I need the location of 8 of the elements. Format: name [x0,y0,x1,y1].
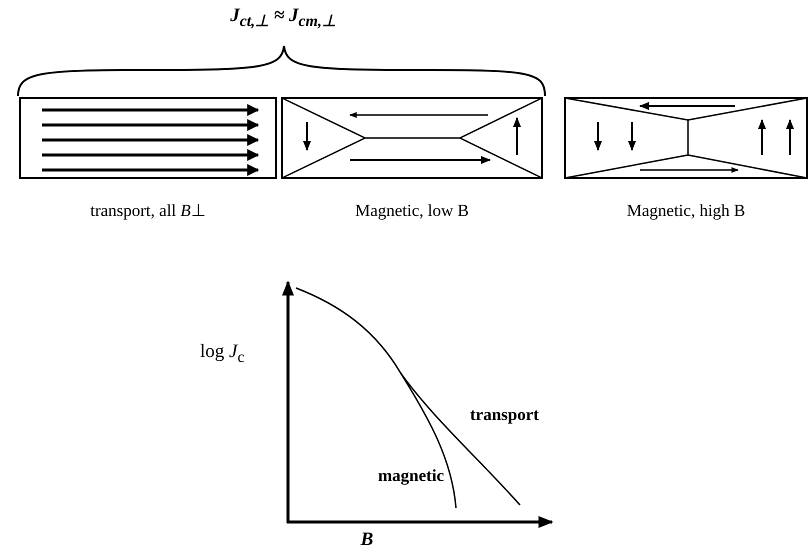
curve-label: magnetic [378,467,444,486]
panel-caption: Magnetic, high B [626,202,746,221]
panel-caption: Magnetic, low B [355,202,469,221]
axis-label: log J$_{c}$ [200,342,244,366]
formula: J$_{ct,⊥}$ ≈ J$_{cm,⊥}$ [230,6,336,30]
curve-label: transport [470,406,539,425]
axis-label: B [360,530,374,551]
panel-caption: transport, all B⊥ [90,202,206,221]
